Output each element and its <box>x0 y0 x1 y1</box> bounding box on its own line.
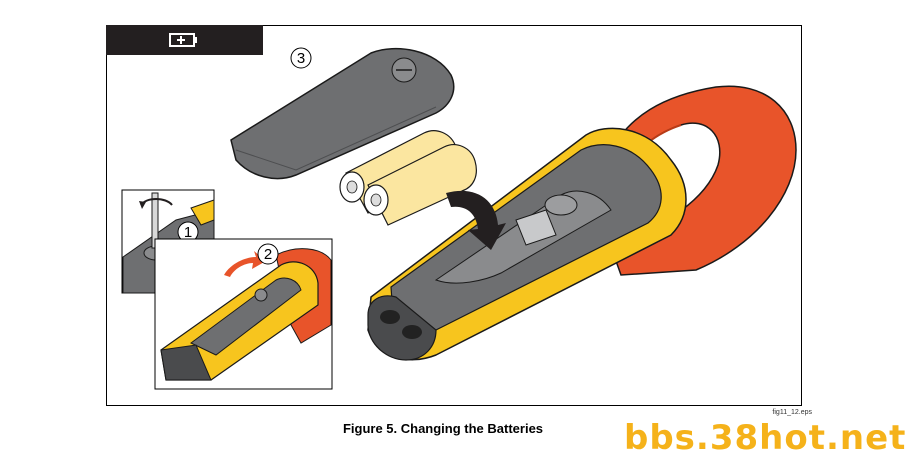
step-1-number: 1 <box>184 224 192 241</box>
battery-change-illustration: 1 2 3 <box>121 47 797 390</box>
clamp-meter-main <box>367 85 797 361</box>
step-3-number: 3 <box>297 50 305 67</box>
watermark-text: bbs.38hot.net <box>624 418 906 458</box>
figure-caption: Figure 5. Changing the Batteries <box>342 421 544 436</box>
batteries <box>339 130 477 226</box>
battery-cover <box>230 47 455 180</box>
step-2-marker <box>257 243 279 265</box>
figure-header-tab <box>106 25 263 55</box>
step-2-number: 2 <box>264 246 272 263</box>
figure-file-reference: fig11_12.eps <box>772 409 812 416</box>
step-2-inset: 2 <box>154 238 333 390</box>
step-3-marker <box>290 47 312 69</box>
insert-arrow <box>446 190 506 250</box>
battery-icon <box>169 33 197 47</box>
